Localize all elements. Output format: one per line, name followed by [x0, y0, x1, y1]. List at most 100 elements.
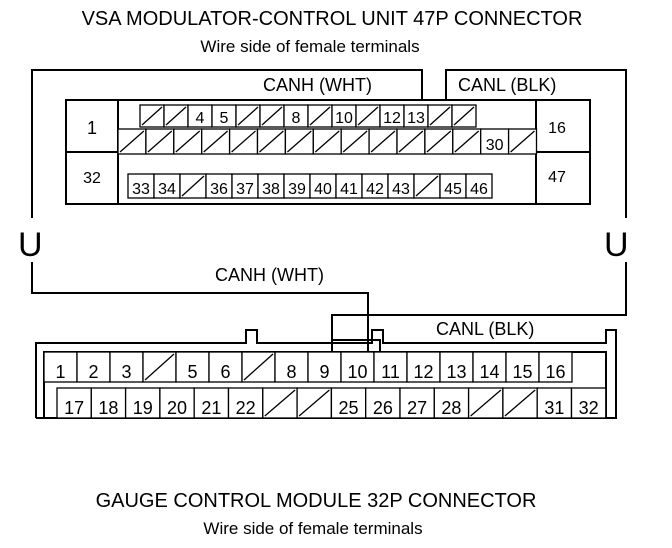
- gauge-pin-32: 32: [579, 398, 599, 418]
- vsa-unused-slash: [429, 106, 451, 126]
- gauge-pin-2: 2: [88, 362, 98, 382]
- vsa-unused-slash: [231, 130, 256, 153]
- vsa-connector-title: VSA MODULATOR-CONTROL UNIT 47P CONNECTOR: [82, 8, 583, 30]
- vsa-pin-37: 37: [236, 181, 254, 198]
- gauge-pin-10: 10: [347, 362, 367, 382]
- vsa-pin-38: 38: [262, 181, 280, 198]
- vsa-pin-40: 40: [314, 181, 332, 198]
- gauge-cell: [536, 387, 573, 419]
- vsa-unused-slash: [510, 130, 535, 153]
- gauge-connector-subtitle: Wire side of female terminals: [203, 519, 422, 538]
- gauge-pin-3: 3: [121, 362, 131, 382]
- vsa-cell: [361, 173, 389, 199]
- vsa-pin-45: 45: [444, 181, 462, 198]
- gauge-cell: [109, 351, 144, 383]
- gauge-cell: [406, 351, 441, 383]
- vsa-cell: [480, 128, 510, 155]
- vsa-cell: [387, 173, 415, 199]
- gauge-canl-bracket: [332, 339, 381, 355]
- vsa-canl-label: CANL (BLK): [458, 75, 556, 95]
- vsa-cell: [283, 173, 311, 199]
- gauge-unused-slash: [243, 353, 274, 381]
- gauge-cell: [90, 387, 127, 419]
- vsa-unused-slash: [165, 106, 187, 126]
- vsa-pin-30: 30: [486, 137, 504, 154]
- vsa-pin-36: 36: [210, 181, 228, 198]
- gauge-pin-27: 27: [407, 398, 427, 418]
- gauge-pin-16: 16: [545, 362, 565, 382]
- gauge-pin-18: 18: [98, 398, 118, 418]
- vsa-cell: [465, 173, 493, 199]
- gauge-canh-wire: [31, 262, 369, 355]
- gauge-connector-housing: [35, 329, 617, 419]
- gauge-pin-15: 15: [512, 362, 532, 382]
- left-junction-icon: U: [18, 226, 43, 264]
- gauge-connector-title: GAUGE CONTROL MODULE 32P CONNECTOR: [96, 490, 537, 512]
- vsa-pin-5: 5: [220, 110, 229, 127]
- vsa-unused-slash: [237, 106, 259, 126]
- gauge-cell: [439, 351, 474, 383]
- vsa-pin-12: 12: [383, 110, 401, 127]
- vsa-canl-wire: [445, 69, 627, 218]
- vsa-pin-46: 46: [470, 181, 488, 198]
- vsa-cell: [205, 173, 233, 199]
- gauge-cell: [56, 387, 92, 419]
- gauge-pin-20: 20: [167, 398, 187, 418]
- vsa-unused-slash: [203, 130, 229, 153]
- vsa-cell: [231, 173, 259, 199]
- vsa-pin-42: 42: [366, 181, 384, 198]
- vsa-unused-slash: [309, 106, 331, 126]
- vsa-pin-47: 47: [548, 169, 566, 186]
- gauge-canl-label: CANL (BLK): [436, 319, 534, 339]
- gauge-pin-26: 26: [373, 398, 393, 418]
- gauge-pin-14: 14: [479, 362, 499, 382]
- vsa-pin-16: 16: [548, 120, 566, 137]
- right-junction-icon: U: [604, 226, 629, 264]
- gauge-canh-label: CANH (WHT): [215, 265, 324, 285]
- vsa-pin-8: 8: [292, 110, 301, 127]
- vsa-unused-slash: [370, 130, 396, 153]
- gauge-pin-17: 17: [64, 398, 84, 418]
- vsa-unused-slash: [453, 106, 475, 126]
- vsa-unused-slash: [398, 130, 424, 153]
- vsa-cell: [127, 173, 155, 199]
- gauge-cell: [274, 351, 309, 383]
- vsa-unused-slash: [357, 106, 379, 126]
- gauge-cell: [43, 351, 78, 383]
- vsa-unused-slash: [181, 175, 205, 197]
- gauge-cell: [307, 351, 342, 383]
- vsa-unused-slash: [259, 130, 284, 153]
- vsa-pin-41: 41: [340, 181, 358, 198]
- gauge-cell: [373, 351, 408, 383]
- gauge-pin-6: 6: [220, 362, 230, 382]
- vsa-pin-13: 13: [407, 110, 425, 127]
- gauge-pin-13: 13: [446, 362, 466, 382]
- gauge-pin-11: 11: [381, 362, 400, 382]
- gauge-cell: [208, 351, 243, 383]
- vsa-pin-33: 33: [132, 181, 150, 198]
- gauge-pin-28: 28: [441, 398, 461, 418]
- vsa-unused-slash: [314, 130, 340, 153]
- gauge-canl-wire: [331, 262, 627, 355]
- vsa-unused-slash: [175, 130, 201, 153]
- gauge-cell: [330, 387, 367, 419]
- gauge-unused-slash: [504, 389, 536, 417]
- vsa-unused-slash: [141, 106, 163, 126]
- gauge-pin-12: 12: [413, 362, 433, 382]
- vsa-unused-slash: [119, 130, 145, 153]
- gauge-pin-31: 31: [544, 398, 564, 418]
- vsa-unused-slash: [286, 130, 312, 153]
- gauge-pin-19: 19: [133, 398, 153, 418]
- vsa-unused-slash: [147, 130, 173, 153]
- gauge-cell: [433, 387, 470, 419]
- vsa-canh-label: CANH (WHT): [263, 75, 372, 95]
- gauge-pin-8: 8: [286, 362, 296, 382]
- vsa-unused-slash: [261, 106, 283, 126]
- gauge-unused-slash: [264, 389, 296, 417]
- gauge-pin-21: 21: [201, 398, 221, 418]
- vsa-canh-wire: [31, 69, 423, 218]
- vsa-unused-slash: [415, 175, 439, 197]
- vsa-pin-32: 32: [83, 170, 101, 187]
